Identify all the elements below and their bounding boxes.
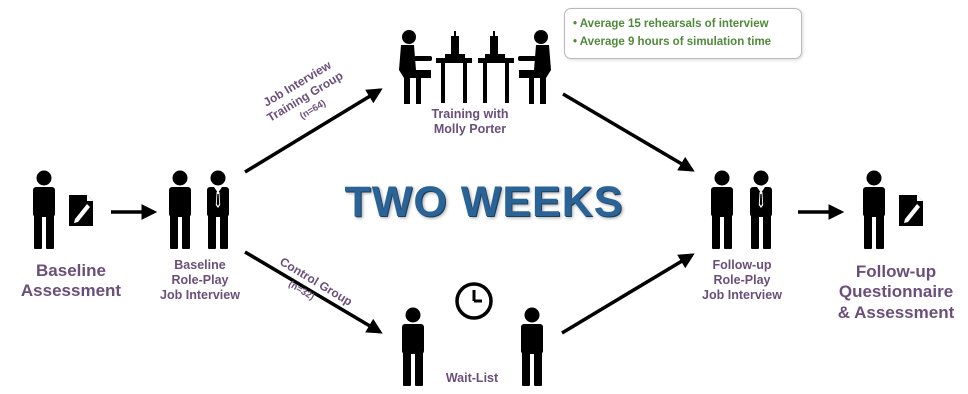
note-rehearsals: • Average 15 rehearsals of interview xyxy=(573,18,769,30)
followup-questionnaire-label: Follow-up Questionnaire & Assessment xyxy=(837,262,955,322)
training-computer-scene-icon xyxy=(399,30,551,104)
followup-roleplay-interviewer-icon xyxy=(750,170,772,249)
baseline-assessment-label: Baseline Assessment xyxy=(20,261,122,301)
waitlist-label: Wait-List xyxy=(445,371,499,385)
arrow-to-control xyxy=(244,250,383,334)
baseline-roleplay-person-icon xyxy=(169,170,191,249)
followup-roleplay-label: Follow-up Role-Play Job Interview xyxy=(702,258,782,302)
baseline-roleplay-interviewer-icon xyxy=(207,170,229,249)
training-label: Training with Molly Porter xyxy=(431,107,509,136)
baseline-person-icon xyxy=(33,170,55,249)
arrow-waitlist-to-followup xyxy=(561,253,695,335)
waitlist-person-right-icon xyxy=(521,307,543,386)
arrow-training-to-followup xyxy=(562,92,695,172)
baseline-roleplay-label: Baseline Role-Play Job Interview xyxy=(160,258,240,302)
control-group-label: Control Group xyxy=(277,254,354,308)
waitlist-person-left-icon xyxy=(402,307,424,386)
note-simulation-time: • Average 9 hours of simulation time xyxy=(573,36,772,48)
followup-person-icon xyxy=(863,170,885,249)
training-notes-box: • Average 15 rehearsals of interview • A… xyxy=(564,8,802,59)
followup-roleplay-person-icon xyxy=(711,170,733,249)
clock-icon xyxy=(455,282,493,320)
followup-document-icon xyxy=(899,195,923,226)
baseline-document-icon xyxy=(69,195,93,226)
arrow-to-training xyxy=(244,88,383,174)
